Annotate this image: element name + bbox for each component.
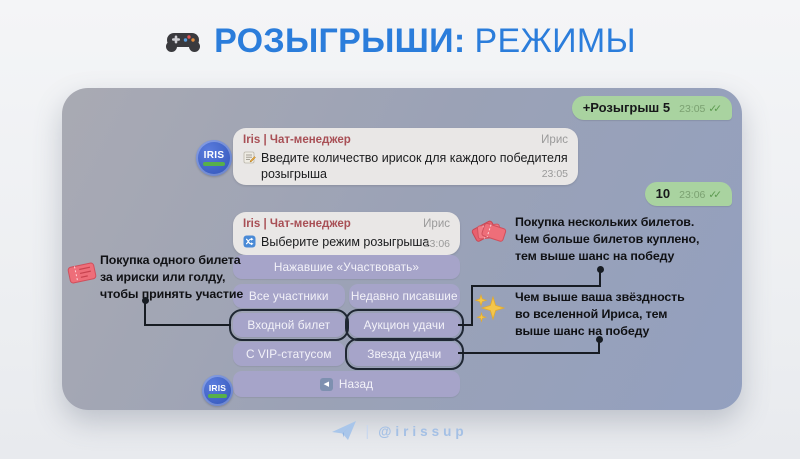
annotation-line: Покупка нескольких билетов. xyxy=(515,215,695,229)
connector-line xyxy=(458,324,473,326)
read-checks-icon: ✓✓ xyxy=(708,189,721,201)
message-meta: 23:06 ✓✓ xyxy=(679,189,722,201)
sparkles-icon xyxy=(472,291,508,332)
annotation-luck-auction: Покупка нескольких билетов. Чем больше б… xyxy=(515,214,699,265)
connector-line xyxy=(471,285,601,287)
annotation-line: Чем выше ваша звёздность xyxy=(515,290,685,304)
annotation-line: Покупка одного билета xyxy=(100,253,241,267)
message-body: Выберите режим розыгрыша xyxy=(243,234,450,250)
avatar-banner xyxy=(203,162,225,166)
connector-line xyxy=(144,303,146,326)
bot-message: Iris | Чат-менеджер Ирис Выберите режим … xyxy=(233,212,460,255)
message-time: 23:05 xyxy=(541,168,568,180)
bot-avatar: IRIS xyxy=(202,375,233,406)
telegram-plane-icon xyxy=(332,421,357,441)
message-text: +Розыгрыш 5 xyxy=(582,100,671,115)
footer: | @irissup xyxy=(0,421,800,441)
avatar-banner xyxy=(208,394,227,398)
title-bold: РОЗЫГРЫШИ: xyxy=(214,22,466,60)
sender-alias: Ирис xyxy=(541,134,568,146)
avatar-label: IRIS xyxy=(203,150,225,162)
read-checks-icon: ✓✓ xyxy=(708,103,721,115)
message-header: Iris | Чат-менеджер Ирис xyxy=(243,134,568,147)
footer-divider: | xyxy=(365,422,370,440)
message-time: 23:06 xyxy=(679,189,706,201)
kb-button-all-participants[interactable]: Все участники xyxy=(233,284,345,308)
kb-button-back[interactable]: ◀ Назад xyxy=(233,371,460,397)
sender-name: Iris | Чат-менеджер xyxy=(243,218,351,230)
message-time: 23:06 xyxy=(423,238,450,250)
annotation-line: Чем больше билетов куплено, xyxy=(515,232,700,246)
kb-button-clicked-participate[interactable]: Нажавшие «Участвовать» xyxy=(233,255,460,279)
message-time: 23:05 xyxy=(679,103,706,115)
annotation-line: выше шанс на победу xyxy=(515,324,650,338)
connector-dot xyxy=(142,297,149,304)
message-header: Iris | Чат-менеджер Ирис xyxy=(243,218,450,231)
kb-button-entry-ticket[interactable]: Входной билет xyxy=(229,309,349,341)
message-text: Введите количество ирисок для каждого по… xyxy=(261,151,568,181)
annotation-line: чтобы принять участие xyxy=(100,287,244,301)
bot-avatar: IRIS xyxy=(196,140,232,176)
outgoing-message: +Розыгрыш 5 23:05 ✓✓ xyxy=(571,96,732,120)
title-light: РЕЖИМЫ xyxy=(474,22,636,60)
channel-handle[interactable]: @irissup xyxy=(378,423,468,439)
message-text: 10 xyxy=(655,186,671,201)
kb-button-luck-star[interactable]: Звезда удачи xyxy=(344,338,464,370)
kb-button-recently-wrote[interactable]: Недавно писавшие xyxy=(348,284,460,308)
inline-keyboard: Нажавшие «Участвовать» Все участники Нед… xyxy=(229,255,464,397)
connector-line xyxy=(144,324,231,326)
connector-line xyxy=(598,342,600,354)
outgoing-message: 10 23:06 ✓✓ xyxy=(644,182,732,206)
annotation-luck-star: Чем выше ваша звёздность во вселенной Ир… xyxy=(515,289,685,340)
connector-line xyxy=(458,352,600,354)
message-body: Введите количество ирисок для каждого по… xyxy=(243,150,568,182)
annotation-entry-ticket: Покупка одного билета за ириски или голд… xyxy=(100,252,243,303)
bot-message: Iris | Чат-менеджер Ирис Введите количес… xyxy=(233,128,578,185)
message-text: Выберите режим розыгрыша xyxy=(261,235,430,249)
page-title: РОЗЫГРЫШИ:РЕЖИМЫ xyxy=(0,22,800,61)
connector-line xyxy=(471,285,473,326)
tickets-fan-icon xyxy=(468,213,510,258)
kb-button-back-label: Назад xyxy=(338,377,374,391)
memo-icon xyxy=(243,151,256,164)
kb-button-vip-status[interactable]: С VIP-статусом xyxy=(233,342,345,366)
gamepad-icon xyxy=(164,28,202,55)
sender-alias: Ирис xyxy=(423,218,450,230)
title-text: РОЗЫГРЫШИ:РЕЖИМЫ xyxy=(214,22,636,61)
shuffle-icon xyxy=(243,235,256,248)
connector-dot xyxy=(596,336,603,343)
back-arrow-icon: ◀ xyxy=(319,377,333,391)
avatar-label: IRIS xyxy=(208,383,227,394)
ticket-icon xyxy=(66,257,98,294)
kb-button-luck-auction[interactable]: Аукцион удачи xyxy=(344,309,464,341)
chat-panel: +Розыгрыш 5 23:05 ✓✓ 10 23:06 ✓✓ IRIS Ir… xyxy=(62,88,742,410)
connector-dot xyxy=(597,266,604,273)
connector-line xyxy=(599,272,601,287)
annotation-line: во вселенной Ириса, тем xyxy=(515,307,668,321)
annotation-line: за ириски или голду, xyxy=(100,270,226,284)
message-meta: 23:05 ✓✓ xyxy=(679,103,722,115)
annotation-line: тем выше шанс на победу xyxy=(515,249,675,263)
sender-name: Iris | Чат-менеджер xyxy=(243,134,351,146)
